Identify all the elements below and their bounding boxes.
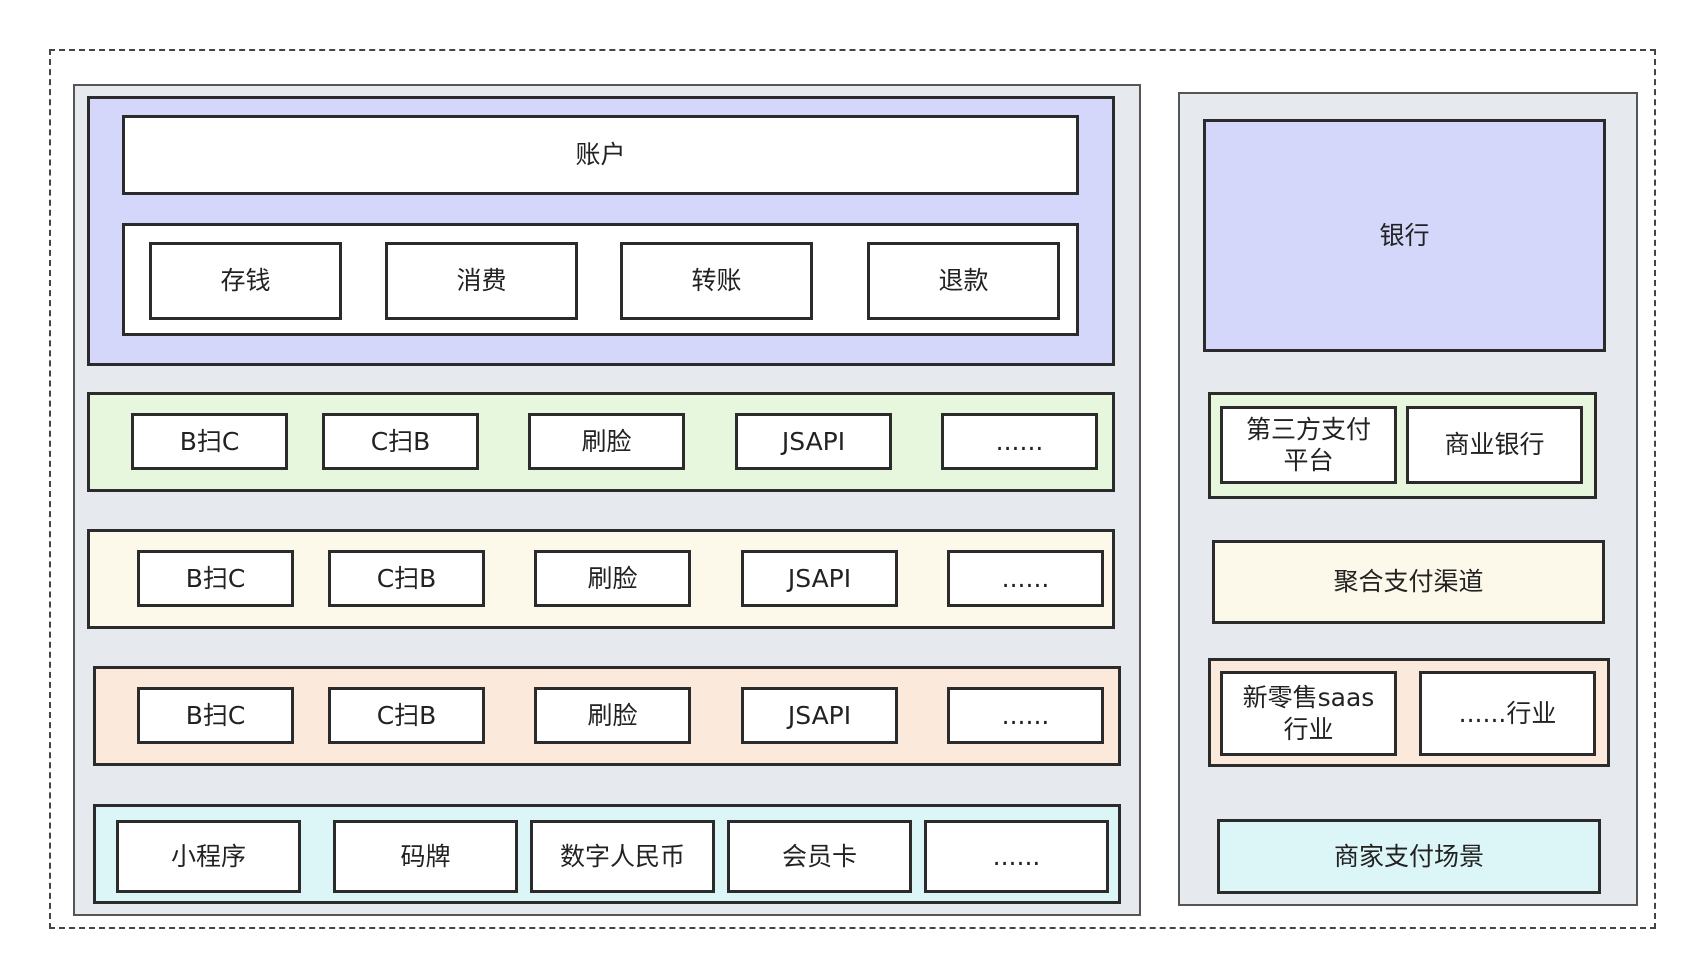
method-c-scan-b: C扫B bbox=[328, 687, 485, 744]
method-face-pay: 刷脸 bbox=[528, 413, 685, 470]
account-label: 账户 bbox=[575, 140, 626, 170]
action-deposit: 存钱 bbox=[149, 242, 342, 320]
method-c-scan-b: C扫B bbox=[328, 550, 485, 607]
method-c-scan-b: C扫B bbox=[322, 413, 479, 470]
action-refund: 退款 bbox=[867, 242, 1060, 320]
method-b-scan-c: B扫C bbox=[137, 687, 294, 744]
bank-box: 银行 bbox=[1203, 119, 1606, 352]
method-face-pay: 刷脸 bbox=[534, 687, 691, 744]
commercial-bank: 商业银行 bbox=[1406, 406, 1583, 484]
method-jsapi: JSAPI bbox=[741, 550, 898, 607]
method-more: ...... bbox=[941, 413, 1098, 470]
scene-mini-program: 小程序 bbox=[116, 820, 301, 893]
action-consume: 消费 bbox=[385, 242, 578, 320]
account-box: 账户 bbox=[122, 115, 1079, 195]
merchant-payment-scene: 商家支付场景 bbox=[1217, 819, 1601, 894]
third-party-payment-platform: 第三方支付 平台 bbox=[1220, 406, 1397, 484]
method-jsapi: JSAPI bbox=[741, 687, 898, 744]
scene-more: ...... bbox=[924, 820, 1109, 893]
method-more: ...... bbox=[947, 550, 1104, 607]
method-b-scan-c: B扫C bbox=[137, 550, 294, 607]
method-b-scan-c: B扫C bbox=[131, 413, 288, 470]
method-jsapi: JSAPI bbox=[735, 413, 892, 470]
scene-digital-rmb: 数字人民币 bbox=[530, 820, 715, 893]
scene-member-card: 会员卡 bbox=[727, 820, 912, 893]
aggregation-channel: 聚合支付渠道 bbox=[1212, 540, 1605, 624]
method-face-pay: 刷脸 bbox=[534, 550, 691, 607]
action-transfer: 转账 bbox=[620, 242, 813, 320]
architecture-frame bbox=[49, 49, 1656, 929]
method-more: ...... bbox=[947, 687, 1104, 744]
scene-qr-plate: 码牌 bbox=[333, 820, 518, 893]
other-industry: ......行业 bbox=[1419, 671, 1596, 756]
new-retail-saas-industry: 新零售saas 行业 bbox=[1220, 671, 1397, 756]
